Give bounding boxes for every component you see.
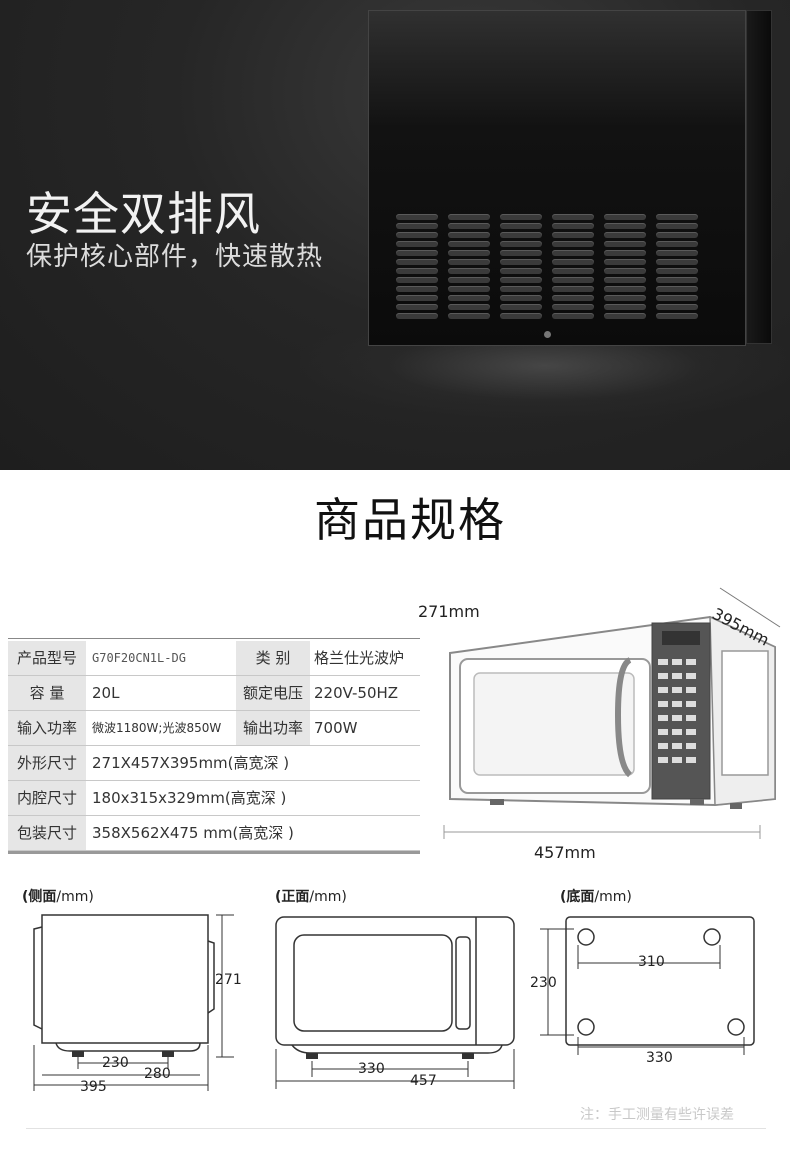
exhaust-vent-grid <box>396 214 698 319</box>
front-view-heading: (正面/mm) <box>275 889 347 905</box>
spec-label: 容 量 <box>8 676 86 710</box>
spec-value: 180x315x329mm(高宽深 ) <box>92 789 287 807</box>
front-overall-label: 457 <box>410 1073 437 1089</box>
spec-heading: 商品规格 <box>314 493 506 547</box>
table-row: 外形尺寸 271X457X395mm(高宽深 ) <box>8 746 420 781</box>
table-row: 输入功率 微波1180W;光波850W 输出功率 700W <box>8 711 420 746</box>
table-row: 包装尺寸 358X562X475 mm(高宽深 ) <box>8 816 420 851</box>
bottom-top-label: 310 <box>638 954 665 970</box>
side-inner-label: 230 <box>102 1055 129 1071</box>
bottom-side-label: 230 <box>530 975 557 991</box>
spec-label: 类 别 <box>236 641 310 675</box>
side-view-heading: (侧面/mm) <box>22 889 94 905</box>
spec-label: 外形尺寸 <box>8 746 86 780</box>
spec-value: 700W <box>314 719 358 737</box>
spec-value: 微波1180W;光波850W <box>92 721 222 735</box>
spec-label: 输出功率 <box>236 711 310 745</box>
measurement-note: 注：手工测量有些许误差 <box>580 1107 734 1123</box>
spec-value: 358X562X475 mm(高宽深 ) <box>92 824 294 842</box>
spec-value: 20L <box>92 684 120 702</box>
front-view-drawing <box>275 916 515 1089</box>
spec-value: G70F20CN1L-DG <box>92 651 186 665</box>
divider <box>26 1128 766 1129</box>
side-overall-label: 395 <box>80 1079 107 1095</box>
spec-label: 内腔尺寸 <box>8 781 86 815</box>
bottom-overall-label: 330 <box>646 1050 673 1066</box>
side-mid-label: 280 <box>144 1066 171 1082</box>
side-height-label: 271 <box>215 972 242 988</box>
bottom-view-drawing <box>540 916 755 1055</box>
width-dimension: 457mm <box>534 843 596 862</box>
spec-label: 额定电压 <box>236 676 310 710</box>
spec-value: 271X457X395mm(高宽深 ) <box>92 754 290 772</box>
height-dimension: 271mm <box>418 602 480 621</box>
table-row: 内腔尺寸 180x315x329mm(高宽深 ) <box>8 781 420 816</box>
oven-outline-drawing <box>443 587 781 839</box>
rear-screw-icon <box>544 331 551 338</box>
hero-title: 安全双排风 <box>26 187 261 241</box>
hero-subtitle: 保护核心部件，快速散热 <box>26 242 324 272</box>
spec-label: 包装尺寸 <box>8 816 86 850</box>
bottom-view-heading: (底面/mm) <box>560 889 632 905</box>
front-inner-label: 330 <box>358 1061 385 1077</box>
spec-value: 格兰仕光波炉 <box>314 649 405 667</box>
spec-label: 输入功率 <box>8 711 86 745</box>
oven-rear-side-edge <box>746 10 772 344</box>
spec-value: 220V-50HZ <box>314 684 399 702</box>
table-row: 产品型号 G70F20CN1L-DG 类 别 格兰仕光波炉 <box>8 641 420 676</box>
side-view-drawing <box>33 914 234 1091</box>
table-row: 容 量 20L 额定电压 220V-50HZ <box>8 676 420 711</box>
spec-label: 产品型号 <box>8 641 86 675</box>
ventilation-hero-banner: 安全双排风 保护核心部件，快速散热 <box>0 0 790 470</box>
spec-table: 产品型号 G70F20CN1L-DG 类 别 格兰仕光波炉 容 量 20L 额定… <box>8 638 420 854</box>
